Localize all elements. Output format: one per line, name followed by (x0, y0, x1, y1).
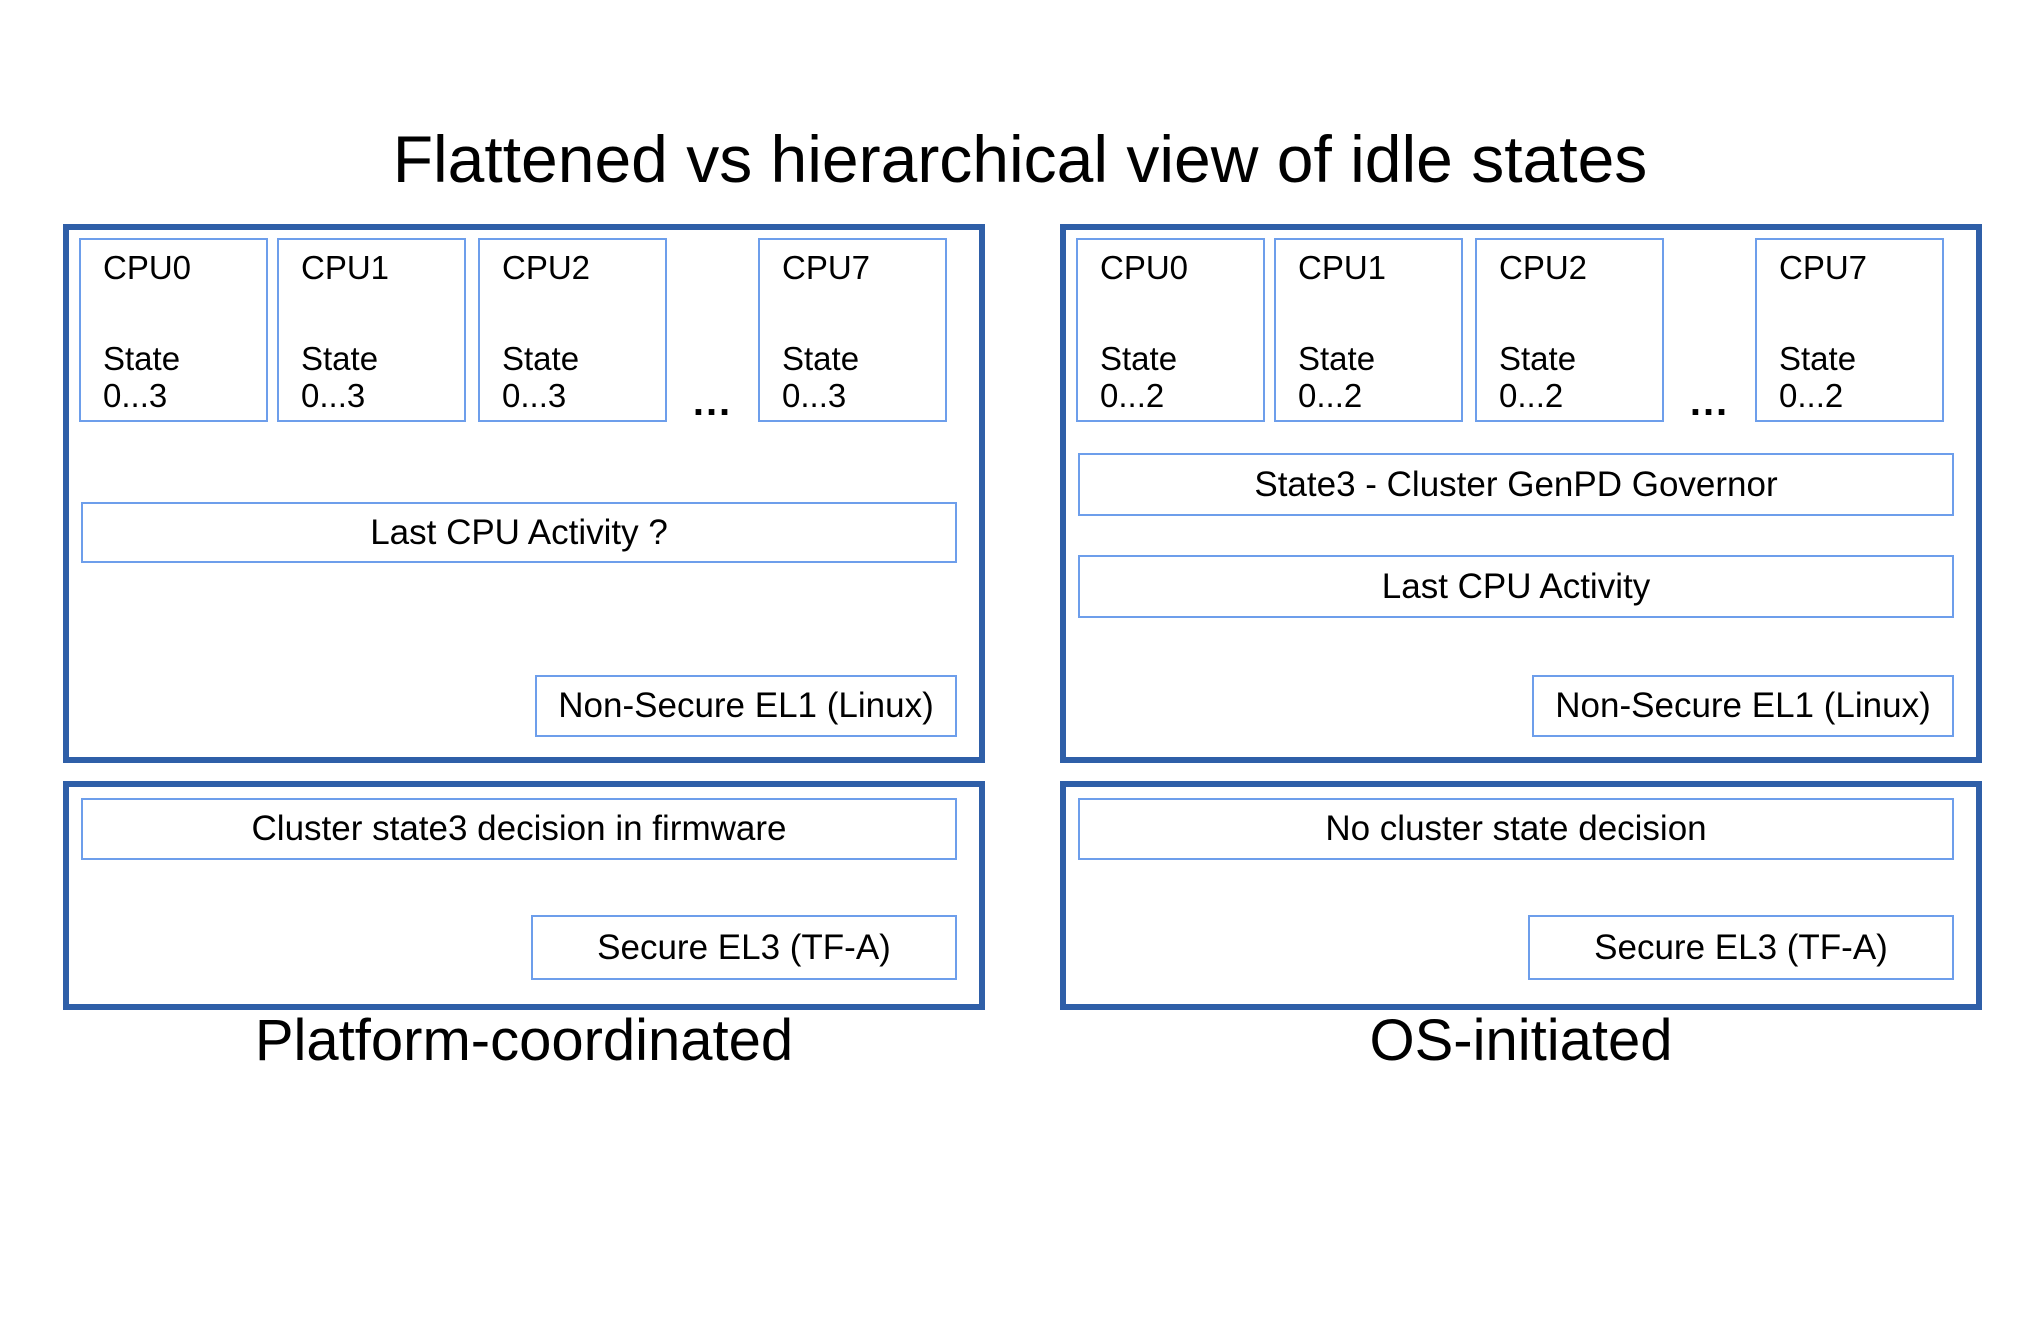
cluster-genpd-governor-box: State3 - Cluster GenPD Governor (1078, 453, 1954, 516)
cpu-label: CPU1 (301, 249, 390, 286)
cpu-state-label: State (502, 340, 580, 377)
cluster-decision-box: Cluster state3 decision in firmware (81, 798, 957, 860)
no-cluster-decision-box: No cluster state decision (1078, 798, 1954, 860)
platform-coordinated-kernel-panel: CPU0 State 0...3 CPU1 State 0...3 CPU2 S… (63, 224, 985, 763)
cpu-state-label: State (1499, 340, 1577, 377)
cpu-box-cpu0: CPU0 State 0...2 (1076, 238, 1265, 422)
cpu-label: CPU7 (1779, 249, 1868, 286)
cpu-state-label: State (1298, 340, 1376, 377)
platform-coordinated-label: Platform-coordinated (254, 1008, 794, 1073)
non-secure-el1-box: Non-Secure EL1 (Linux) (535, 675, 957, 737)
cpu-box-cpu1: CPU1 State 0...3 (277, 238, 466, 422)
non-secure-el1-box: Non-Secure EL1 (Linux) (1532, 675, 1954, 737)
cpu-state-range: 0...2 (1779, 377, 1844, 414)
os-initiated-firmware-panel: No cluster state decision Secure EL3 (TF… (1060, 781, 1982, 1010)
last-cpu-activity-box: Last CPU Activity ? (81, 502, 957, 563)
cpu-state-range: 0...3 (103, 377, 168, 414)
cpu-label: CPU7 (782, 249, 871, 286)
os-initiated-label: OS-initiated (1369, 1008, 1673, 1073)
cpu-ellipsis: ... (1689, 380, 1730, 424)
cpu-box-cpu2: CPU2 State 0...2 (1475, 238, 1664, 422)
platform-coordinated-firmware-panel: Cluster state3 decision in firmware Secu… (63, 781, 985, 1010)
os-initiated-kernel-panel: CPU0 State 0...2 CPU1 State 0...2 CPU2 S… (1060, 224, 1982, 763)
cpu-state-range: 0...3 (782, 377, 847, 414)
cpu-state-label: State (103, 340, 181, 377)
cpu-state-range: 0...2 (1100, 377, 1165, 414)
cpu-box-cpu1: CPU1 State 0...2 (1274, 238, 1463, 422)
cpu-label: CPU0 (1100, 249, 1189, 286)
page-title: Flattened vs hierarchical view of idle s… (392, 122, 1648, 196)
cpu-label: CPU1 (1298, 249, 1387, 286)
cpu-box-cpu7: CPU7 State 0...2 (1755, 238, 1944, 422)
cpu-label: CPU2 (502, 249, 591, 286)
cpu-state-range: 0...3 (301, 377, 366, 414)
cpu-state-range: 0...3 (502, 377, 567, 414)
last-cpu-activity-box: Last CPU Activity (1078, 555, 1954, 618)
cpu-state-label: State (1779, 340, 1857, 377)
cpu-state-range: 0...2 (1499, 377, 1564, 414)
cpu-box-cpu7: CPU7 State 0...3 (758, 238, 947, 422)
cpu-label: CPU2 (1499, 249, 1588, 286)
cpu-box-cpu2: CPU2 State 0...3 (478, 238, 667, 422)
cpu-label: CPU0 (103, 249, 192, 286)
cpu-state-label: State (1100, 340, 1178, 377)
secure-el3-box: Secure EL3 (TF-A) (531, 915, 957, 980)
cpu-ellipsis: ... (692, 380, 733, 424)
cpu-state-label: State (782, 340, 860, 377)
cpu-state-label: State (301, 340, 379, 377)
cpu-state-range: 0...2 (1298, 377, 1363, 414)
secure-el3-box: Secure EL3 (TF-A) (1528, 915, 1954, 980)
cpu-box-cpu0: CPU0 State 0...3 (79, 238, 268, 422)
